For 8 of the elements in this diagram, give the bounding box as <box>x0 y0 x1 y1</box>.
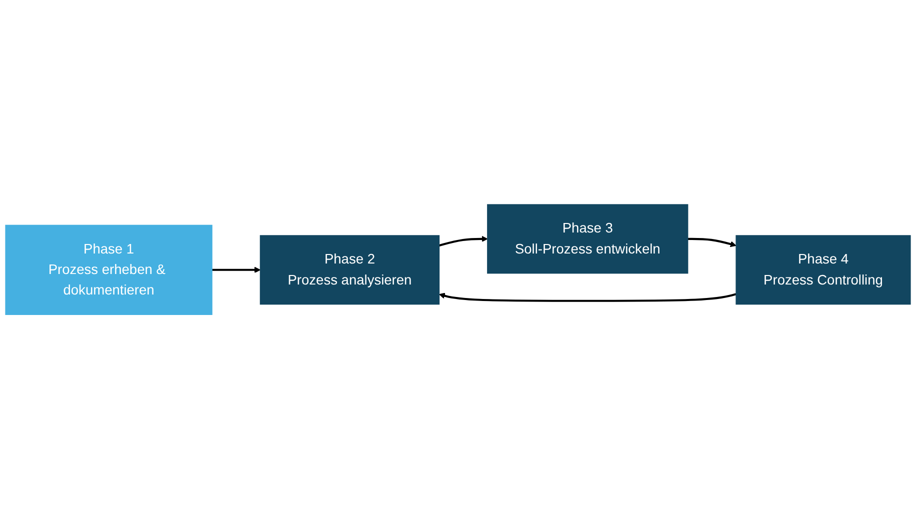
arrow <box>438 236 488 247</box>
arrow <box>438 293 736 302</box>
arrow <box>688 238 736 248</box>
node-box: Phase 4 Prozess Controlling <box>736 236 911 306</box>
node-box: Phase 3 Soll-Prozess entwickeln <box>487 204 688 274</box>
node-box: Phase 1 Prozess erheben & dokumentieren <box>5 225 212 316</box>
arrow <box>212 267 260 274</box>
node-box: Phase 2 Prozess analysieren <box>260 236 440 306</box>
